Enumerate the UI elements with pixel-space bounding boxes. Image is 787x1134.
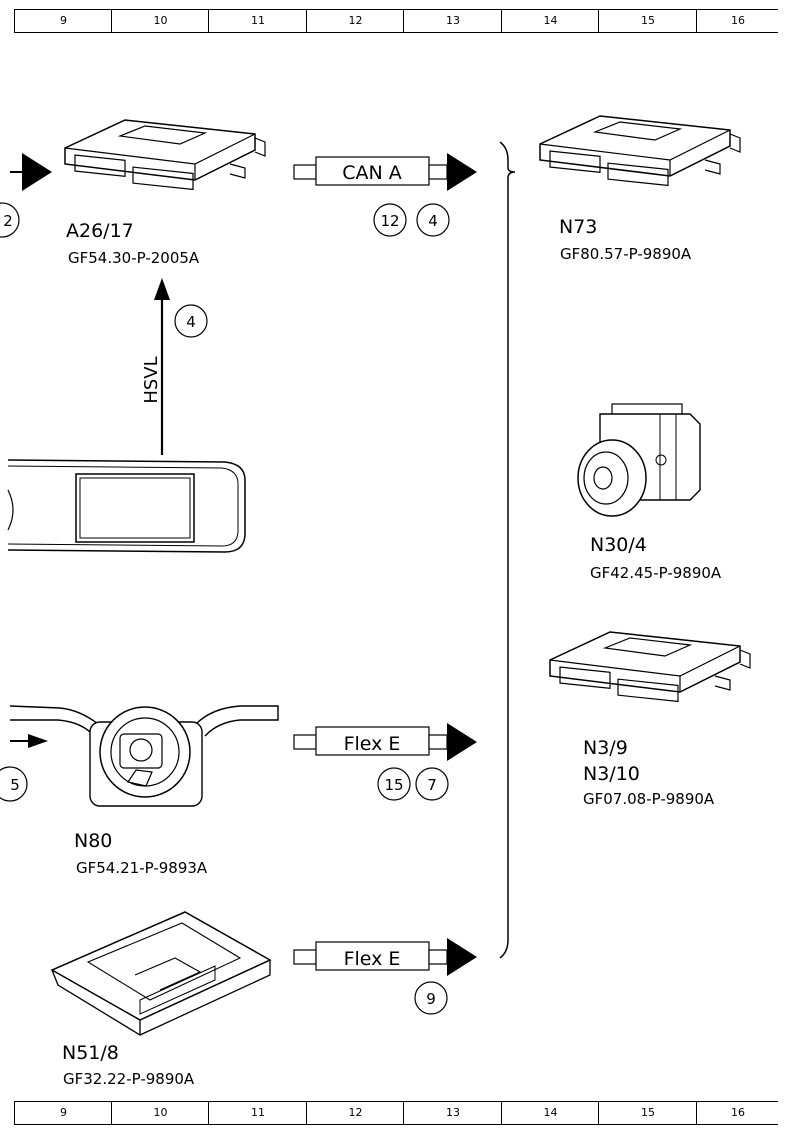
- n80-steering-module-image: [9, 705, 279, 807]
- flex-e-label-2: Flex E: [344, 948, 401, 970]
- a26-17-control-unit-image: [64, 119, 266, 191]
- hsvl-ref-4: 4: [174, 304, 208, 338]
- n80-code: N80: [74, 830, 113, 852]
- flex-e-connector-1: Flex E: [293, 723, 477, 761]
- n3-10-code: N3/10: [583, 763, 640, 785]
- n51-8-doc-ref: GF32.22-P-9890A: [63, 1070, 195, 1088]
- ruler-cell: 13: [403, 10, 502, 32]
- svg-text:2: 2: [3, 212, 13, 230]
- can-a-connector: CAN A: [293, 153, 477, 191]
- ruler-cell: 10: [111, 1102, 209, 1124]
- svg-text:4: 4: [186, 313, 196, 331]
- n51-8-module-image: [50, 911, 272, 1037]
- svg-text:5: 5: [10, 776, 20, 794]
- ruler-cell: 9: [14, 10, 112, 32]
- incoming-arrow-top: [10, 153, 52, 191]
- n51-8-code: N51/8: [62, 1042, 119, 1064]
- ruler-cell: 11: [208, 10, 307, 32]
- ruler-cell: 10: [111, 10, 209, 32]
- svg-text:7: 7: [427, 776, 437, 794]
- ruler-cell: 9: [14, 1102, 112, 1124]
- ruler-cell: 12: [306, 1102, 404, 1124]
- n3-9-control-unit-image: [549, 631, 751, 703]
- hsvl-arrow: [154, 278, 170, 455]
- svg-text:15: 15: [384, 776, 403, 794]
- n3-9-code: N3/9: [583, 737, 628, 759]
- n30-4-esp-unit-image: [577, 403, 701, 517]
- a26-17-doc-ref: GF54.30-P-2005A: [68, 249, 200, 267]
- ruler-cell: 15: [598, 10, 697, 32]
- flex-e-connector-2: Flex E: [293, 938, 477, 976]
- ruler-cell: 16: [696, 1102, 779, 1124]
- ruler-cell: 14: [501, 1102, 599, 1124]
- flex-e-label-1: Flex E: [344, 733, 401, 755]
- flex-e-1-ref-7: 7: [415, 767, 449, 801]
- hsvl-label: HSVL: [141, 356, 162, 403]
- n73-control-unit-image: [539, 115, 741, 187]
- ruler-cell: 15: [598, 1102, 697, 1124]
- n30-4-doc-ref: GF42.45-P-9890A: [590, 564, 722, 582]
- can-a-ref-12: 12: [373, 203, 407, 237]
- can-a-ref-4: 4: [416, 203, 450, 237]
- a26-17-code: A26/17: [66, 220, 134, 242]
- n30-4-code: N30/4: [590, 534, 647, 556]
- n73-code: N73: [559, 216, 598, 238]
- edge-ref-bottom: 5: [0, 766, 28, 802]
- ruler-cell: 11: [208, 1102, 307, 1124]
- display-unit-image: [7, 459, 246, 553]
- flex-e-1-ref-15: 15: [377, 767, 411, 801]
- n73-doc-ref: GF80.57-P-9890A: [560, 245, 692, 263]
- svg-text:9: 9: [426, 990, 436, 1008]
- n3-9-doc-ref: GF07.08-P-9890A: [583, 790, 715, 808]
- svg-text:12: 12: [380, 212, 399, 230]
- n80-doc-ref: GF54.21-P-9893A: [76, 859, 208, 877]
- edge-ref-top: 2: [0, 202, 20, 238]
- ruler-cell: 12: [306, 10, 404, 32]
- ruler-cell: 13: [403, 1102, 502, 1124]
- svg-text:4: 4: [428, 212, 438, 230]
- can-a-label: CAN A: [342, 162, 402, 184]
- incoming-arrow-bottom: [10, 734, 48, 748]
- top-grid-ruler: 9 10 11 12 13 14 15 16: [14, 9, 778, 33]
- ruler-cell: 14: [501, 10, 599, 32]
- ruler-cell: 16: [696, 10, 779, 32]
- flex-e-2-ref-9: 9: [414, 981, 448, 1015]
- bus-brace: [499, 141, 516, 959]
- bottom-grid-ruler: 9 10 11 12 13 14 15 16: [14, 1101, 778, 1125]
